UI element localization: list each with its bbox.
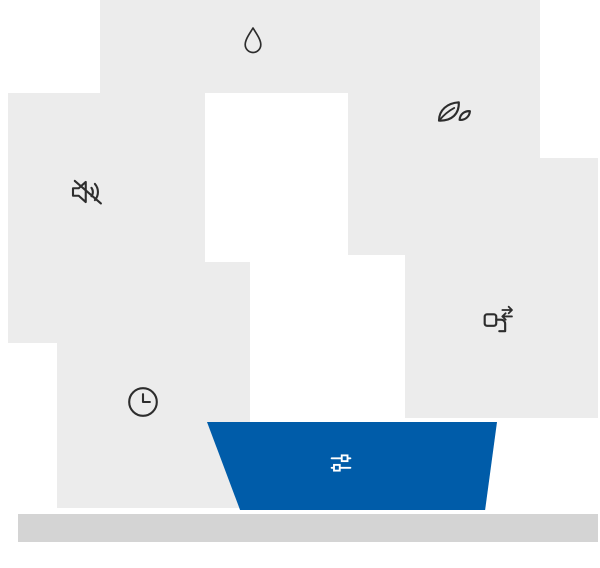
tile-hose[interactable] <box>405 255 598 418</box>
water-drop-icon <box>238 25 268 61</box>
settings-trapezoid-button[interactable] <box>207 422 497 510</box>
hose-swap-icon <box>477 303 517 341</box>
clock-icon <box>125 384 161 420</box>
bottom-bar <box>18 514 598 542</box>
tile-water[interactable] <box>100 0 540 93</box>
eco-leaves-icon <box>435 97 475 129</box>
tile-eco[interactable] <box>348 93 540 255</box>
speaker-mute-icon <box>68 174 108 210</box>
sliders-icon <box>326 448 356 478</box>
tile-time[interactable] <box>57 262 250 508</box>
